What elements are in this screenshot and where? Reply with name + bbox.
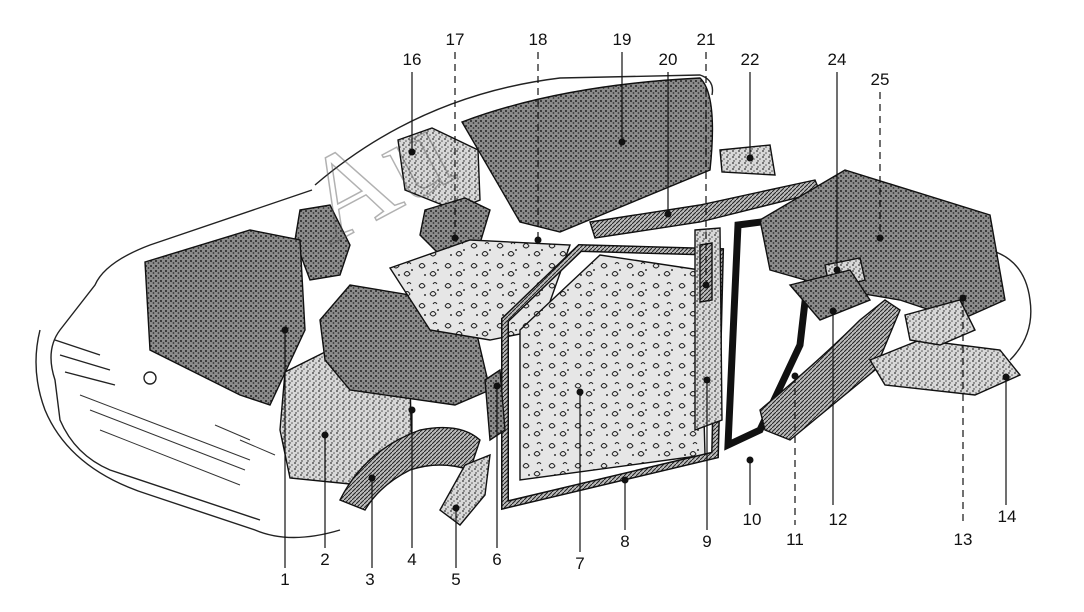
label-2: 2 [320, 550, 329, 569]
label-10: 10 [743, 510, 762, 529]
label-13: 13 [954, 530, 973, 549]
part-1-hood-insulator [144, 229, 306, 406]
leader-dots [281, 138, 1010, 512]
label-17: 17 [446, 30, 465, 49]
part-13-trunk-side-pad [904, 299, 976, 346]
callout-labels: 1 2 3 4 5 6 7 8 9 10 11 12 13 14 16 17 1… [280, 30, 1016, 589]
label-1: 1 [280, 570, 289, 589]
label-8: 8 [620, 532, 629, 551]
label-3: 3 [365, 570, 374, 589]
label-11: 11 [786, 530, 804, 549]
label-7: 7 [575, 554, 584, 573]
leader-lines [284, 52, 1007, 568]
label-5: 5 [451, 570, 460, 589]
label-14: 14 [998, 507, 1017, 526]
label-20: 20 [659, 50, 678, 69]
label-6: 6 [492, 550, 501, 569]
part-16-roof-pad [397, 127, 481, 211]
label-24: 24 [828, 50, 847, 69]
label-22: 22 [741, 50, 760, 69]
label-18: 18 [529, 30, 548, 49]
label-12: 12 [829, 510, 848, 529]
part-12-rear-pad [788, 269, 872, 321]
car-body-outline [35, 74, 1032, 539]
part-3-front-wheelhouse [339, 426, 481, 511]
label-19: 19 [613, 30, 632, 49]
part-14-spare-wheel-well [868, 339, 1022, 396]
label-9: 9 [702, 532, 711, 551]
label-16: 16 [403, 50, 422, 69]
part-19-headliner [460, 77, 714, 233]
part-5-lower-pad [439, 453, 491, 526]
label-4: 4 [407, 550, 416, 569]
label-25: 25 [871, 70, 890, 89]
label-21: 21 [697, 30, 716, 49]
